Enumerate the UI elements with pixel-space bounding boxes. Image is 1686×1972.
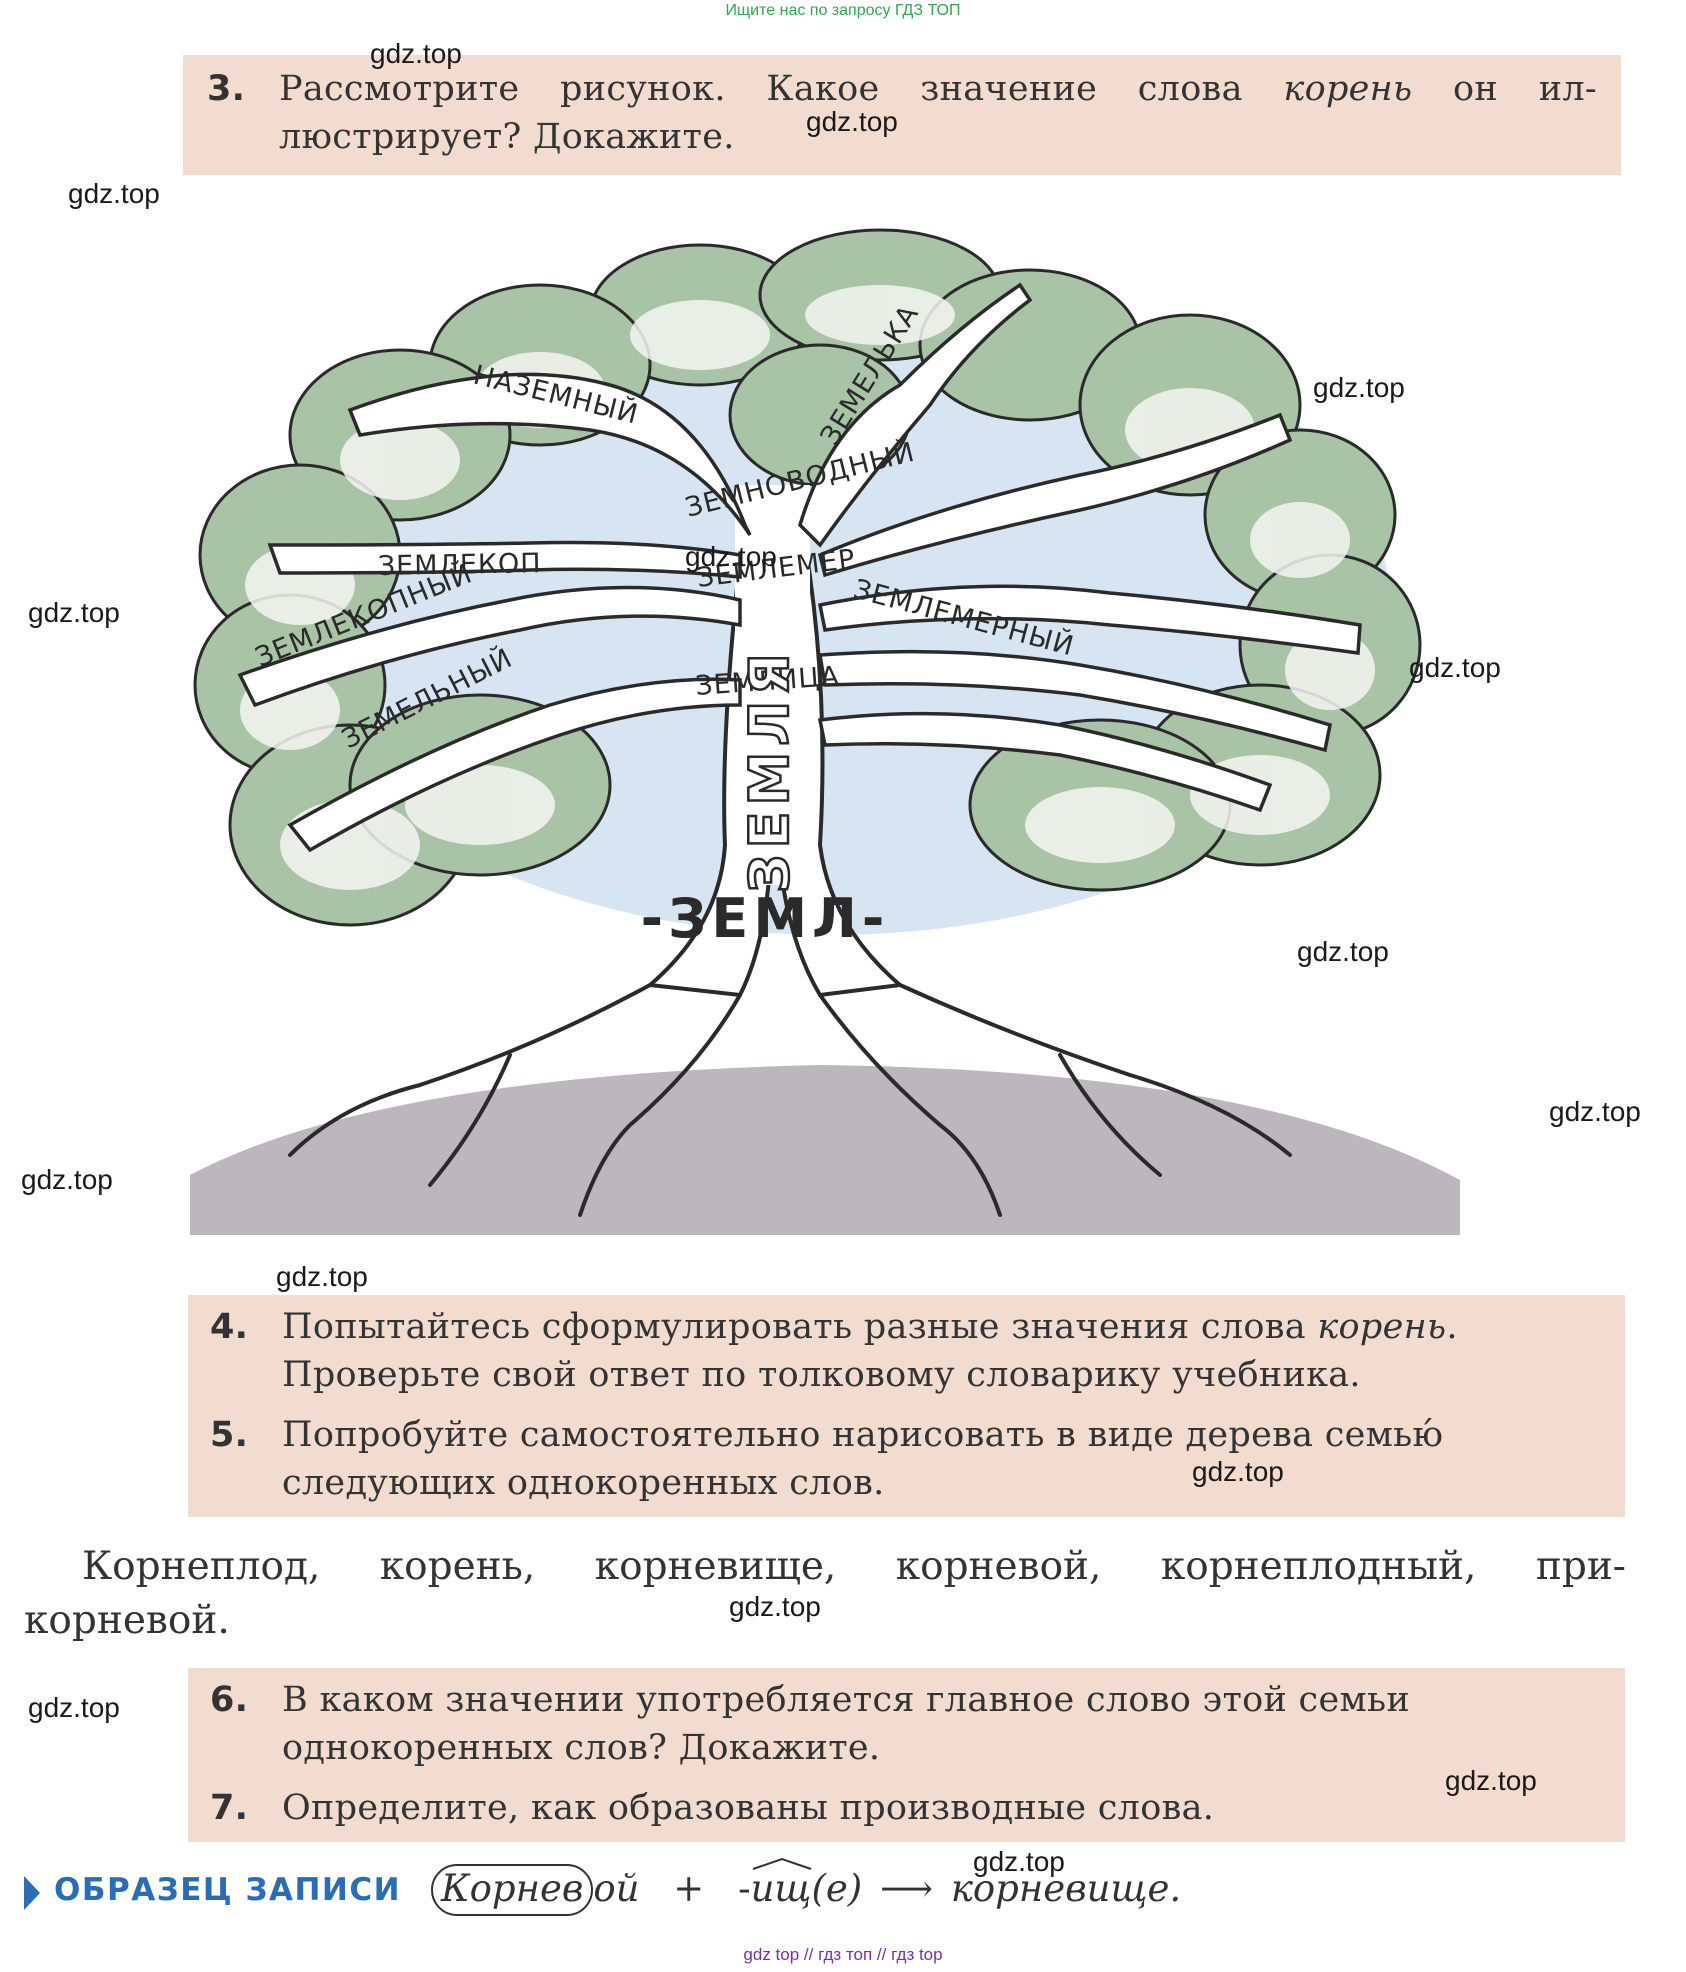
sample-label: ОБРАЗЕЦ ЗАПИСИ	[54, 1872, 402, 1908]
watermark: gdz.top	[806, 106, 898, 137]
task-4-line-2: Проверьте свой ответ по толковому словар…	[282, 1355, 1361, 1395]
watermark: gdz.top	[729, 1591, 821, 1622]
watermark: gdz.top	[68, 178, 160, 209]
tree-roots	[288, 983, 1292, 1217]
watermark: gdz.top	[1192, 1456, 1284, 1487]
task-4-line-1: Попытайтесь сформулировать разные значен…	[282, 1307, 1458, 1347]
emphasis-word: корень	[1283, 69, 1413, 109]
watermark: gdz.top	[28, 1692, 120, 1723]
tree-foliage-highlights	[240, 285, 1375, 890]
task-5: 5. Попробуйте самостоятельно нарисовать …	[210, 1411, 1602, 1511]
ground	[190, 1065, 1460, 1235]
tasks-6-7-box	[188, 1668, 1625, 1842]
task-6-line-1: В каком значении употребляется главное с…	[282, 1680, 1410, 1720]
trunk-label: ЗЕМЛЯ	[738, 647, 801, 892]
task-3-box	[183, 55, 1621, 175]
task-3-line-1: Рассмотрите рисунок. Какое значение слов…	[279, 69, 1597, 109]
task-5-line-1: Попробуйте самостоятельно нарисовать в в…	[282, 1415, 1444, 1455]
task-7: 7. Определите, как образованы производны…	[210, 1784, 1602, 1834]
task-5-number: 5.	[210, 1415, 249, 1455]
arrow-icon: ⟶	[880, 1867, 934, 1910]
task-4-number: 4.	[210, 1307, 249, 1347]
task-6-number: 6.	[210, 1680, 249, 1720]
suffix-arc-icon	[752, 1857, 811, 1870]
sample-marker-icon	[24, 1876, 40, 1910]
root-label: -ЗЕМЛ-	[641, 887, 890, 950]
sample-suffix: ищ	[750, 1867, 812, 1910]
suffix-marker: ищ	[750, 1857, 812, 1910]
top-search-banner[interactable]: Ищите нас по запросу ГДЗ ТОП	[725, 2, 961, 19]
sample-plus: +	[673, 1867, 705, 1910]
task-6-line-2: однокоренных слов? Докажите.	[282, 1728, 881, 1768]
root-oval: Корнев	[431, 1864, 594, 1916]
task-5-line-2: следующих однокоренных слов.	[282, 1463, 885, 1503]
label-zemlekop: ЗЕМЛЕКОП	[378, 548, 542, 582]
word-list-line-1: Корнеплод, корень, корневище, корневой, …	[82, 1544, 1626, 1589]
task-7-line-1: Определите, как образованы производные с…	[282, 1788, 1215, 1828]
word-list-line-2: корневой.	[24, 1598, 230, 1643]
tree-branches	[237, 282, 1362, 853]
emphasis-word: корень	[1317, 1307, 1447, 1347]
tree-svg: НАЗЕМНЫЙ ЗЕМЕЛЬКА ЗЕМНОВОДНЫЙ ЗЕМНОВОДНЫ…	[190, 228, 1460, 1235]
bottom-banner[interactable]: gdz top // гдз топ // гдз top	[743, 1945, 943, 1964]
task-7-number: 7.	[210, 1788, 249, 1828]
word-family-tree-illustration: НАЗЕМНЫЙ ЗЕМЕЛЬКА ЗЕМНОВОДНЫЙ ЗЕМНОВОДНЫ…	[180, 225, 1480, 1245]
watermark: gdz.top	[21, 1164, 113, 1195]
watermark: gdz.top	[685, 541, 777, 572]
watermark: gdz.top	[1297, 936, 1389, 967]
sample-suffix-end: (е)	[811, 1867, 863, 1910]
task-3-number: 3.	[207, 69, 246, 109]
sample-ending: ой	[593, 1867, 640, 1910]
sample-suffix-dash: -	[738, 1867, 751, 1910]
watermark: gdz.top	[28, 597, 120, 628]
task-3-line-2: люстрирует? Докажите.	[279, 117, 735, 157]
watermark: gdz.top	[1409, 652, 1501, 683]
tasks-4-5-box	[188, 1295, 1625, 1517]
watermark: gdz.top	[370, 38, 462, 69]
watermark: gdz.top	[1313, 372, 1405, 403]
watermark: gdz.top	[1445, 1765, 1537, 1796]
watermark: gdz.top	[276, 1261, 368, 1292]
watermark: gdz.top	[973, 1846, 1065, 1877]
sample-result: корневище.	[950, 1867, 1182, 1910]
task-3: 3. Рассмотрите рисунок. Какое значение с…	[207, 65, 1597, 165]
task-4: 4. Попытайтесь сформулировать разные зна…	[210, 1303, 1602, 1403]
watermark: gdz.top	[1549, 1096, 1641, 1127]
task-6: 6. В каком значении употребляется главно…	[210, 1676, 1602, 1776]
word-list: Корнеплод, корень, корневище, корневой, …	[24, 1540, 1626, 1648]
